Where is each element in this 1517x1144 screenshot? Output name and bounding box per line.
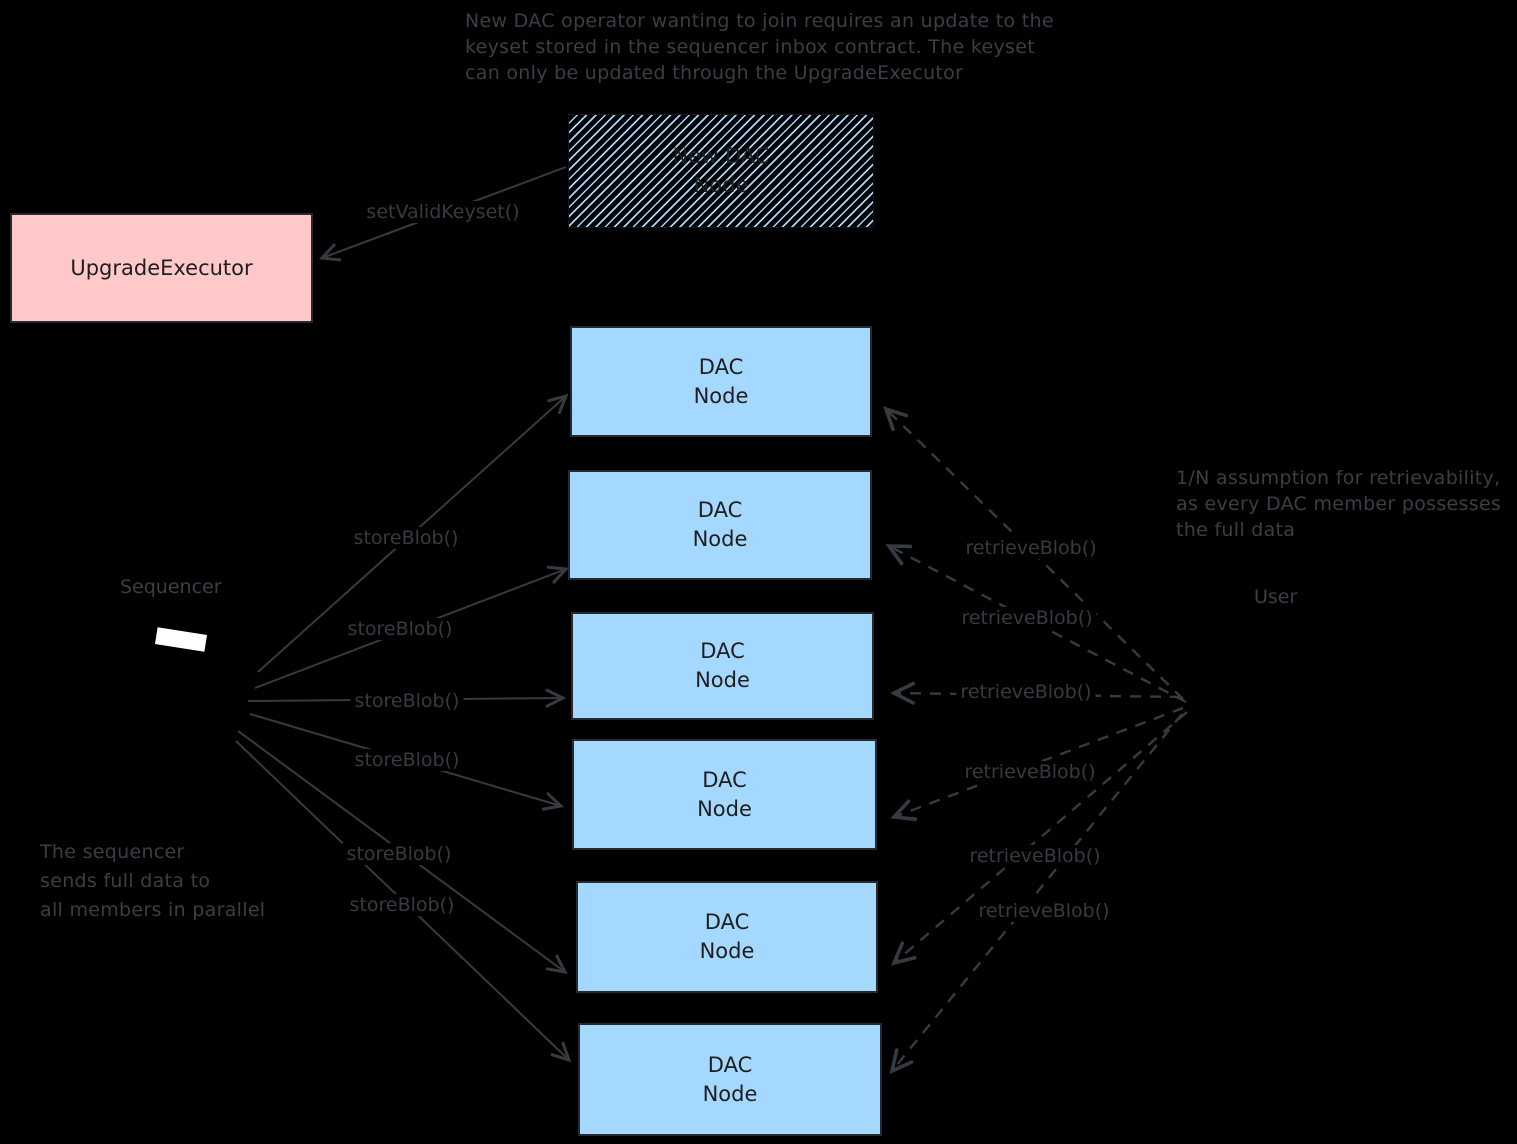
sequencer-label: Sequencer [120, 576, 222, 598]
retrieve-blob-label-4: retrieveBlob() [960, 761, 1100, 783]
store-blob-label-6: storeBlob() [345, 894, 459, 916]
set-valid-keyset-label: setValidKeyset() [362, 201, 524, 223]
retrieve-blob-arrow-6 [889, 713, 1183, 1075]
retrieve-blob-label-3: retrieveBlob() [956, 681, 1096, 703]
dac-node-label: Node [702, 1081, 758, 1106]
note-keyset-update: New DAC operator wanting to join require… [465, 10, 1054, 84]
new-dac-node-label-line2: Node [693, 173, 749, 197]
new-dac-node-label-line1: New DAC [672, 144, 770, 168]
dac-node-box-5: DAC Node [576, 881, 878, 993]
retrieve-blob-arrow-5 [890, 711, 1188, 966]
dac-node-label: Node [695, 668, 750, 692]
upgrade-executor-label: UpgradeExecutor [70, 255, 253, 280]
dac-node-box-6: DAC Node [578, 1023, 882, 1136]
retrieve-blob-label-5: retrieveBlob() [965, 845, 1105, 867]
dac-node-label: Node [693, 383, 749, 408]
dac-node-box-1: DAC Node [570, 326, 872, 437]
retrieve-blob-label-6: retrieveBlob() [974, 900, 1114, 922]
upgrade-executor-box: UpgradeExecutor [10, 213, 313, 323]
store-blob-label-2: storeBlob() [343, 618, 457, 640]
retrieve-blob-label-1: retrieveBlob() [961, 537, 1101, 559]
dac-node-label: Node [699, 939, 755, 963]
dac-node-label: DAC [704, 910, 750, 934]
dac-node-box-3: DAC Node [571, 612, 874, 720]
dac-node-label: DAC [697, 498, 743, 522]
dac-node-label: DAC [707, 1052, 753, 1077]
note-one-of-n-assumption: 1/N assumption for retrievability, as ev… [1176, 467, 1502, 541]
note-sequencer-parallel: The sequencer sends full data to all mem… [40, 841, 266, 921]
dac-node-label: DAC [700, 639, 745, 663]
dac-node-label: Node [697, 796, 752, 821]
dac-node-label: DAC [698, 354, 744, 379]
dac-node-box-2: DAC Node [568, 470, 872, 580]
dac-node-label: DAC [702, 767, 747, 792]
user-label: User [1254, 586, 1298, 608]
store-blob-label-3: storeBlob() [350, 690, 464, 712]
store-blob-label-1: storeBlob() [349, 527, 463, 549]
store-blob-label-4: storeBlob() [350, 749, 464, 771]
retrieve-blob-label-2: retrieveBlob() [957, 607, 1097, 629]
dac-node-box-4: DAC Node [572, 739, 877, 850]
new-dac-node-box: New DAC Node [568, 114, 874, 228]
dac-node-label: Node [692, 527, 748, 551]
store-blob-label-5: storeBlob() [342, 843, 456, 865]
